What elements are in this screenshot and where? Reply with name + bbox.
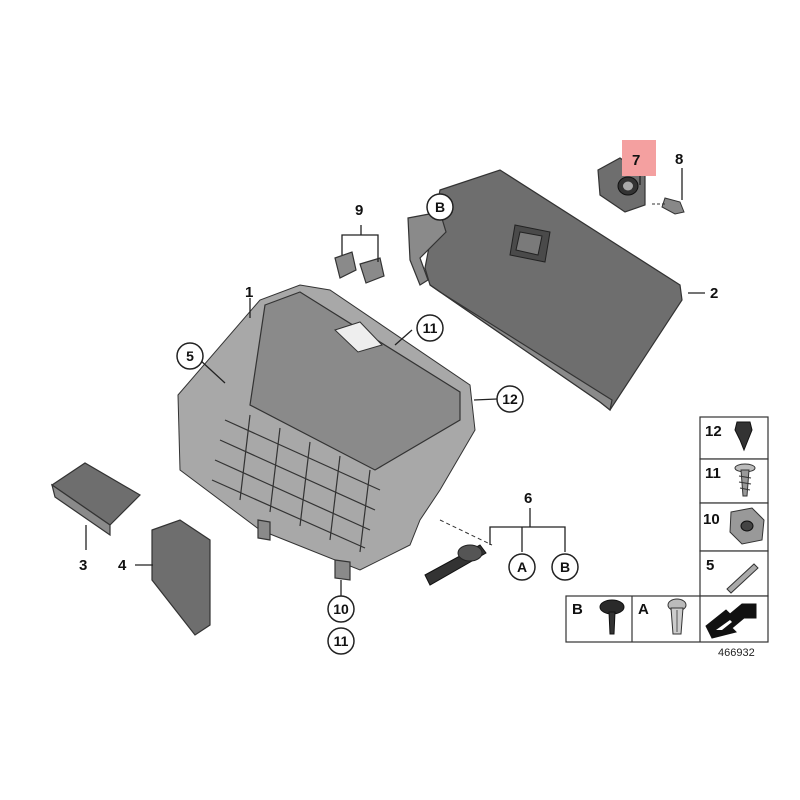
legend-B: B bbox=[572, 601, 583, 618]
callout-3: 3 bbox=[79, 557, 87, 574]
circled-callout-B-top: B bbox=[426, 193, 454, 221]
circled-callout-11-bottom: 11 bbox=[327, 627, 355, 655]
callout-8: 8 bbox=[675, 151, 683, 168]
glovebox-lid bbox=[407, 169, 683, 412]
legend-5: 5 bbox=[706, 557, 714, 574]
clips-9 bbox=[334, 251, 385, 284]
circled-callout-A: A bbox=[508, 553, 536, 581]
legend-11: 11 bbox=[705, 465, 721, 482]
screw-8 bbox=[652, 197, 685, 215]
callout-9: 9 bbox=[355, 202, 363, 219]
panel-4 bbox=[151, 519, 211, 636]
callout-7-highlight bbox=[622, 140, 656, 176]
legend-10: 10 bbox=[703, 511, 720, 528]
callout-6: 6 bbox=[524, 490, 532, 507]
nut-clip-icon bbox=[729, 507, 765, 545]
callout-11-top: 11 bbox=[423, 320, 438, 336]
diagram-number: 466932 bbox=[718, 647, 755, 659]
fastener-legend: 12 11 10 5 B bbox=[565, 416, 769, 643]
circled-callout-12: 12 bbox=[496, 385, 524, 413]
callout-12: 12 bbox=[502, 391, 518, 407]
circled-callout-10: 10 bbox=[327, 595, 355, 623]
housing-grid bbox=[211, 414, 381, 553]
arrow-icon bbox=[705, 603, 757, 639]
callout-10: 10 bbox=[333, 601, 349, 617]
circled-callout-5: 5 bbox=[176, 342, 204, 370]
clip-a-icon bbox=[667, 598, 687, 635]
cover-3 bbox=[50, 462, 141, 537]
callout-A: A bbox=[517, 559, 527, 575]
screw-washer-icon bbox=[734, 463, 756, 497]
rivet-b-icon bbox=[599, 599, 625, 635]
callout-B-top: B bbox=[435, 199, 445, 215]
circled-callout-11-top: 11 bbox=[416, 314, 444, 342]
callout-2: 2 bbox=[710, 285, 718, 302]
circled-callout-B-bottom: B bbox=[551, 553, 579, 581]
damper-6 bbox=[424, 519, 493, 586]
glovebox-housing bbox=[177, 284, 476, 581]
pin-icon bbox=[726, 563, 759, 594]
callout-11-bottom: 11 bbox=[334, 633, 349, 649]
callout-4: 4 bbox=[118, 557, 127, 574]
push-clip-icon bbox=[734, 421, 753, 452]
legend-A: A bbox=[638, 601, 649, 618]
callout-1: 1 bbox=[245, 284, 253, 301]
callout-7: 7 bbox=[632, 152, 640, 169]
legend-12: 12 bbox=[705, 423, 722, 440]
callout-B-bottom: B bbox=[560, 559, 570, 575]
callout-5: 5 bbox=[186, 348, 194, 364]
